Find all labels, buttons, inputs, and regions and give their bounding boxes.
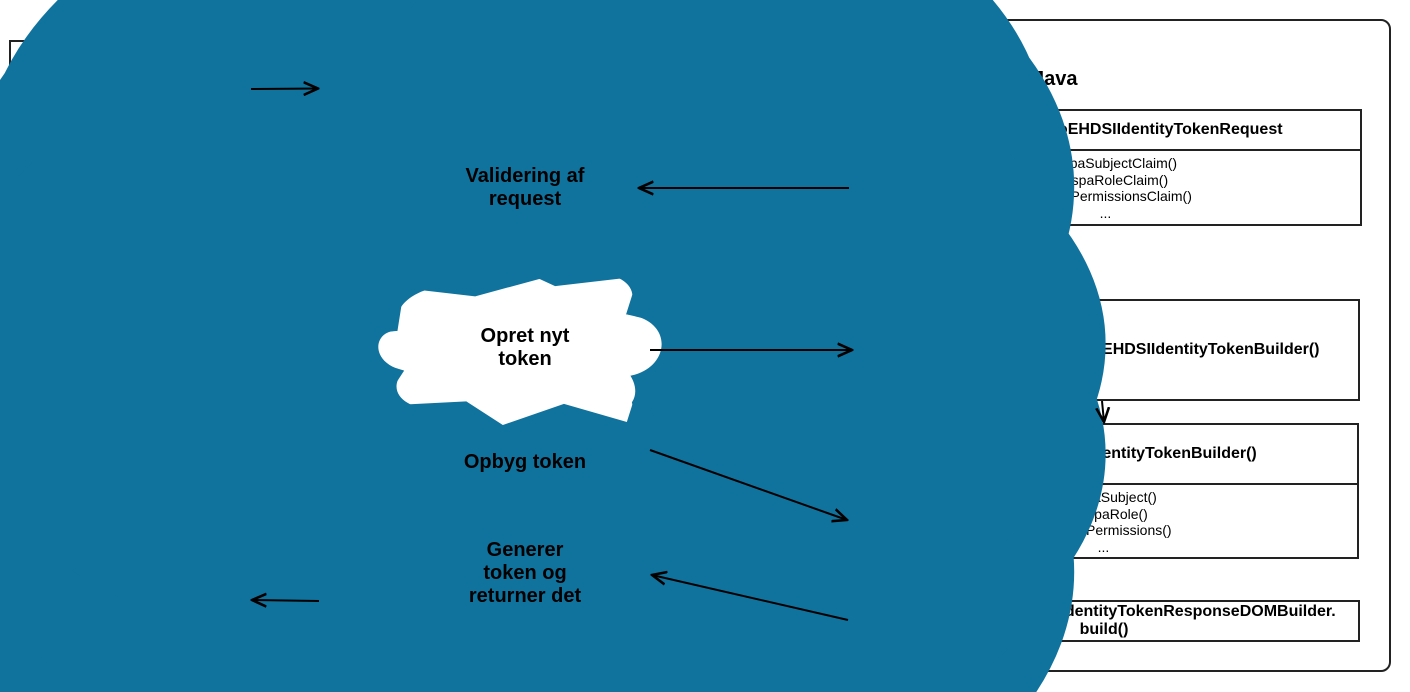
request-subtitle: eHDSI IDWS XUA Bootstrap token: [17, 82, 243, 98]
arrow-request-to-sts: [250, 89, 318, 90]
builder-class-header: new CitizenEHDSIIdentityTokenBuilder(): [849, 423, 1359, 485]
cloud-label: Opret nyt: [480, 325, 570, 347]
cloud-label: returner det: [468, 584, 582, 607]
method-item: ...: [1099, 204, 1112, 221]
cloud-label: Generer: [486, 538, 564, 561]
sts-title: STS: [505, 50, 545, 72]
cloud-create-token: Opret nyt token: [430, 320, 620, 376]
method-item: getXspaPermissionsClaim(): [1019, 188, 1192, 204]
request-class-methods: getXspaSubjectClaim() getXspaRoleClaim()…: [849, 149, 1362, 226]
builder-class-methods: setXspaSubject() setXspaRole() setXspaPe…: [848, 483, 1359, 559]
seal-title: Seal.Java: [986, 68, 1078, 90]
response-builder-line1: DNCPBootstrapToEHDSIIdentityTokenRespons…: [872, 603, 1336, 620]
request-class-header: DNCPBootstrapToEHDSIIdentityTokenRequest: [849, 109, 1362, 151]
cloud-label: Validering af: [465, 165, 585, 187]
response-builder-box: DNCPBootstrapToEHDSIIdentityTokenRespons…: [848, 600, 1360, 642]
cloud-label: token og: [483, 561, 567, 584]
response-subtitle: eHDSI IDWS XUA Identity Token: [23, 594, 237, 610]
cloud-label: token: [498, 348, 552, 370]
cloud-generate-token: Generer token og returner det: [430, 537, 620, 609]
method-item: getXspaSubjectClaim(): [1033, 155, 1178, 171]
factory-box: EHDSIFactory.createCitizenEHDSIIdentityT…: [852, 299, 1360, 401]
method-item: setXspaPermissions(): [1035, 522, 1172, 538]
method-item: ...: [1097, 538, 1110, 555]
request-box: Request eHDSI IDWS XUA Bootstrap token: [9, 40, 251, 138]
cloud-label: request: [488, 188, 562, 210]
response-title: Response: [82, 563, 178, 585]
factory-name: EHDSIFactory.createCitizenEHDSIIdentityT…: [892, 341, 1320, 358]
cloud-label: Opbyg token: [463, 450, 587, 473]
cloud-build-token: Opbyg token: [430, 446, 620, 478]
request-class-name: DNCPBootstrapToEHDSIIdentityTokenRequest: [928, 121, 1283, 138]
arrow-sts-to-response: [252, 600, 320, 601]
method-item: setXspaRole(): [1059, 505, 1148, 522]
builder-class-name: new CitizenEHDSIIdentityTokenBuilder(): [951, 445, 1257, 462]
cloud-validation: Validering af request: [430, 160, 620, 216]
method-item: setXspaSubject(): [1050, 489, 1157, 505]
method-item: getXspaRoleClaim(): [1042, 171, 1169, 188]
response-builder-line2: build(): [1079, 621, 1129, 638]
request-title: Request: [90, 51, 170, 73]
response-box: Response eHDSI IDWS XUA Identity Token: [9, 551, 251, 650]
